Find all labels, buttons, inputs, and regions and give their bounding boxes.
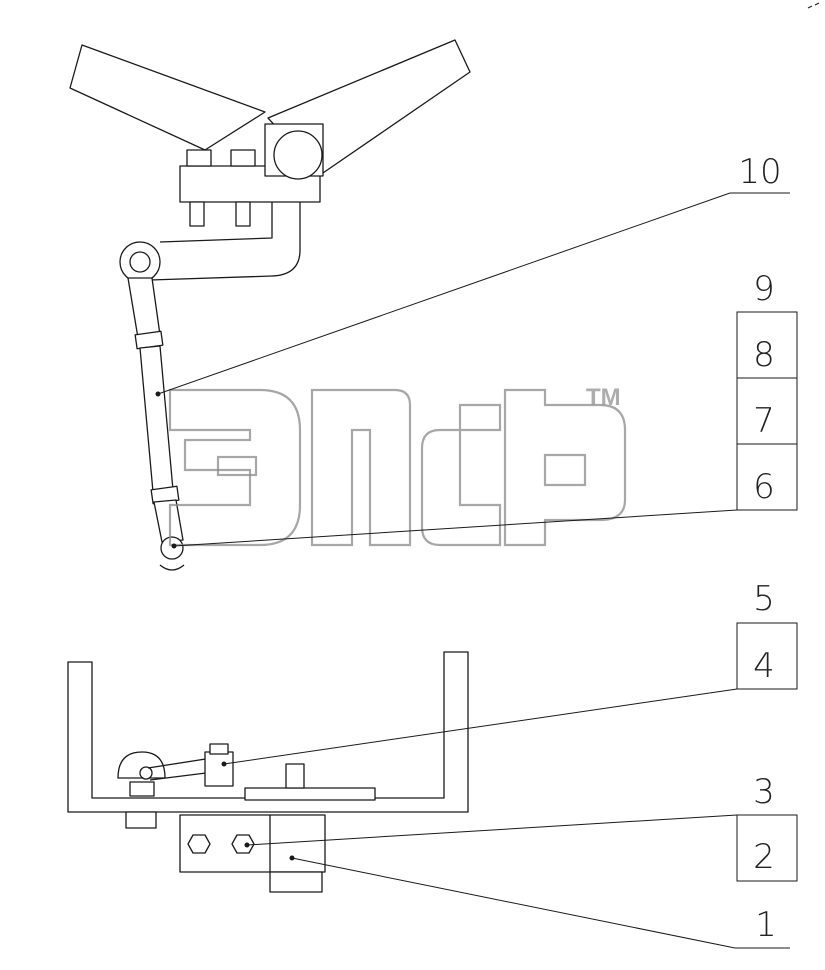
lower-hex-nut (269, 871, 323, 893)
lever-arm-left (69, 44, 266, 151)
clip (159, 564, 185, 571)
turnbuckle (139, 345, 174, 493)
pivot-eye-inner (129, 251, 151, 273)
leader-10 (157, 192, 731, 395)
linkage-upper (127, 277, 161, 339)
callout-label-4: 4 (753, 646, 775, 686)
callout-box-4 (736, 622, 798, 690)
top-assembly (69, 39, 471, 571)
stud-2 (235, 201, 251, 227)
stud-1 (189, 201, 205, 227)
bracket-arm (149, 202, 301, 281)
leader-dot-4 (221, 761, 227, 767)
ball-center (139, 766, 153, 780)
callout-label-1: 1 (755, 905, 777, 945)
callout-label-6: 6 (753, 467, 775, 507)
leader-dot-6 (171, 543, 177, 549)
callout-column (730, 192, 798, 949)
watermark-glyph-3 (420, 403, 502, 547)
bottom-assembly (67, 651, 469, 893)
leader-1 (291, 857, 736, 949)
hex-bolt-1 (187, 834, 211, 854)
leader-dot-2 (244, 842, 250, 848)
callout-label-2: 2 (753, 837, 775, 877)
link-clamp-nut (209, 743, 229, 755)
watermark-glyph-1 (168, 388, 302, 547)
bolt-head (273, 130, 323, 180)
support-plate (244, 787, 376, 801)
ball-joint (160, 536, 184, 560)
watermark-glyph-2 (310, 388, 412, 547)
callout-label-9: 9 (753, 269, 775, 309)
callout-label-7: 7 (753, 401, 775, 441)
watermark-glyph-1-bar (216, 455, 258, 477)
callout-label-5: 5 (753, 579, 775, 619)
u-bracket (67, 651, 469, 813)
leader-4 (223, 688, 738, 765)
bottom-nut (125, 811, 157, 829)
callout-label-8: 8 (753, 335, 775, 375)
leader-lines (155, 192, 738, 949)
callout-box-6 (736, 443, 798, 511)
leader-2 (246, 814, 738, 846)
watermark-logo: TM (168, 384, 627, 547)
leader-dot-10 (155, 391, 161, 397)
watermark-glyph-4 (503, 388, 627, 547)
leader-6 (173, 509, 738, 547)
corner-mark (807, 2, 820, 9)
nut-1 (186, 149, 212, 167)
ball-cap (117, 751, 166, 779)
linkage-lower (153, 499, 184, 543)
ball-stud-nut (129, 781, 155, 797)
leader-dot-1 (289, 855, 295, 861)
watermark-trademark: TM (586, 384, 621, 411)
callout-box-2 (736, 814, 798, 882)
callout-label-3: 3 (753, 772, 775, 812)
link-clamp (204, 751, 234, 787)
callout-label-10: 10 (738, 152, 781, 192)
pin (285, 763, 305, 789)
callout-labels: 10 9 8 7 6 5 4 3 2 1 (738, 152, 781, 945)
hex-bolt-2 (231, 834, 255, 854)
nut-2 (230, 149, 256, 167)
link-arm (147, 757, 215, 781)
